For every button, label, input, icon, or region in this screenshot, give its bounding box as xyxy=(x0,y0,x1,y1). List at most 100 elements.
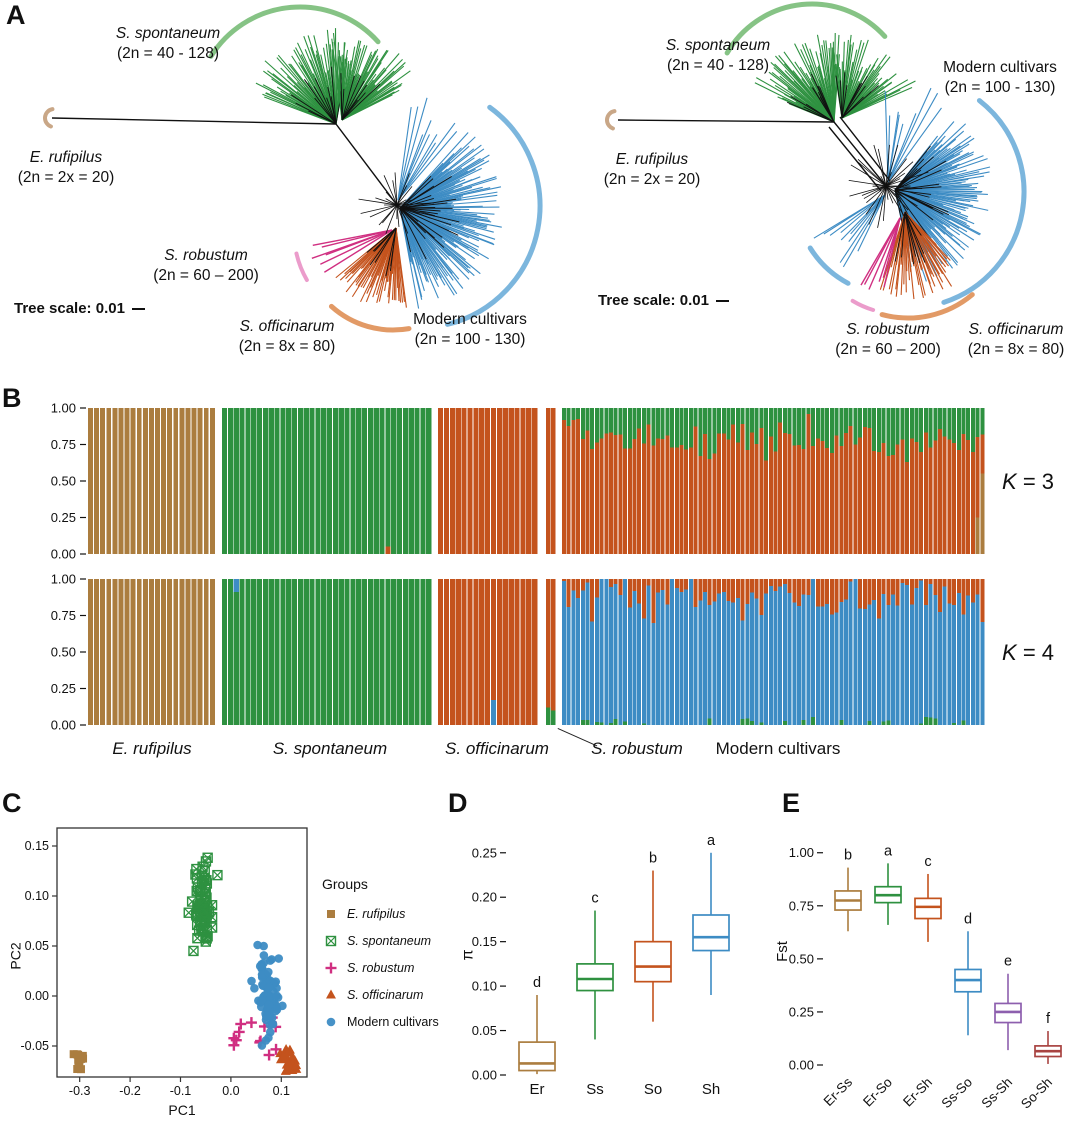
tree-fan-green xyxy=(255,28,349,125)
admixture-k4-plot: 1.000.750.500.250.00 xyxy=(51,572,985,733)
k3-value: = 3 xyxy=(1022,469,1055,494)
pca-y-tick-label: 0.10 xyxy=(25,889,49,903)
tree-fan-black xyxy=(358,172,436,234)
boxplot-So-Sh: f xyxy=(1034,1011,1062,1064)
b-y-tick-label: 0.75 xyxy=(51,608,76,623)
tree-clade-label: S. officinarum(2n = 8x = 80) xyxy=(967,321,1065,359)
admixture-group xyxy=(222,408,432,554)
tree-scale-label: Tree scale: 0.01 xyxy=(14,300,145,317)
b-y-tick-label: 0.75 xyxy=(51,437,76,452)
panel-c-letter: C xyxy=(2,788,22,818)
x-category-label: Ss xyxy=(586,1081,604,1098)
boxplot-So: b xyxy=(634,851,672,1022)
clade-arc xyxy=(724,1,888,56)
phylo-trees-svg xyxy=(43,1,1027,333)
pca-series-0 xyxy=(69,1050,88,1074)
panel-a-letter: A xyxy=(6,0,26,30)
admixture-k3-plot: 1.000.750.500.250.00 xyxy=(51,401,985,562)
box-y-tick-label: 0.00 xyxy=(472,1068,497,1083)
legend-marker-plus-icon xyxy=(325,962,337,973)
sig-letter: e xyxy=(1004,954,1012,970)
k3-letter: K xyxy=(1002,469,1017,494)
tree-fan-blue xyxy=(399,132,502,309)
k4-letter: K xyxy=(1002,640,1017,665)
legend-item-1: S. spontaneum xyxy=(322,927,439,954)
tree-fan-blue xyxy=(813,194,886,268)
box-y-tick-label: 0.25 xyxy=(472,845,497,860)
pca-y-tick-label: 0.00 xyxy=(25,989,49,1003)
clade-arc xyxy=(807,245,851,286)
pca-x-tick-label: 0.1 xyxy=(273,1084,290,1098)
b-y-tick-label: 0.25 xyxy=(51,681,76,696)
tree-clade-label: E. rufipilus(2n = 2x = 20) xyxy=(17,149,115,187)
sig-letter: a xyxy=(884,843,893,859)
tree-clade-label: S. spontaneum(2n = 40 - 128) xyxy=(115,25,221,63)
legend-label: S. spontaneum xyxy=(347,933,432,948)
admixture-group-label: Modern cultivars xyxy=(715,739,841,758)
admixture-group-label: E. rufipilus xyxy=(112,739,192,758)
clade-arc xyxy=(445,104,543,327)
pca-x-tick-label: -0.2 xyxy=(119,1084,141,1098)
panel-e-letter: E xyxy=(782,788,801,818)
tree-fan-blue xyxy=(894,121,991,282)
x-category-label: Sh xyxy=(702,1081,720,1098)
panel-b-letter: B xyxy=(2,383,22,413)
sig-letter: c xyxy=(591,891,598,907)
tree-right-tree xyxy=(605,1,1027,321)
fst-axis-title: Fst xyxy=(773,941,791,962)
tree-fan-green xyxy=(331,32,411,121)
tree-fan-pink xyxy=(860,217,901,290)
b-y-tick-label: 0.50 xyxy=(51,474,76,489)
sig-letter: c xyxy=(924,854,931,870)
box-y-tick-label: 1.00 xyxy=(789,845,814,860)
boxplot-Er-Ss: b xyxy=(834,848,862,932)
tree-clade-label: Modern cultivars(2n = 100 - 130) xyxy=(943,59,1057,97)
boxplot-Ss-Sh: e xyxy=(994,954,1022,1051)
tree-clade-label: E. rufipilus(2n = 2x = 20) xyxy=(603,151,701,189)
legend-item-2: S. robustum xyxy=(322,954,439,981)
panel-a: A S. spontaneum(2n = 40 - 128) E. rufipil… xyxy=(0,0,1080,383)
admixture-group-label: S. spontaneum xyxy=(272,739,388,758)
admixture-group xyxy=(562,579,985,725)
admixture-group xyxy=(546,579,556,725)
admixture-group-label: S. robustum xyxy=(591,739,683,758)
admixture-group xyxy=(546,408,556,554)
tree-fan-orange xyxy=(879,211,953,300)
x-category-label: Er-Sh xyxy=(900,1075,935,1110)
legend-item-3: S. officinarum xyxy=(322,981,439,1008)
clade-arc xyxy=(605,109,617,131)
clade-arc xyxy=(328,303,412,333)
legend-title: Groups xyxy=(322,876,368,892)
b-y-tick-label: 1.00 xyxy=(51,401,76,416)
legend-marker-triangle-icon xyxy=(326,989,336,998)
clade-arc xyxy=(294,251,309,282)
admixture-group xyxy=(88,408,215,554)
pca-y-tick-label: 0.05 xyxy=(25,939,49,953)
tree-scale-label: Tree scale: 0.01 xyxy=(598,292,729,309)
tree-fan-green xyxy=(754,33,840,123)
sig-letter: b xyxy=(649,851,657,867)
clade-arc xyxy=(941,98,1027,305)
box-y-tick-label: 0.20 xyxy=(472,890,497,905)
box-y-tick-label: 0.25 xyxy=(789,1004,814,1019)
tree-fan-pink xyxy=(311,229,393,273)
admixture-group xyxy=(88,579,215,725)
x-category-label: Er-So xyxy=(860,1075,895,1110)
legend-label: S. officinarum xyxy=(347,987,424,1002)
x-category-label: So-Sh xyxy=(1018,1075,1055,1112)
legend-item-0: E. rufipilus xyxy=(322,900,439,927)
tree-clade-label: S. spontaneum(2n = 40 - 128) xyxy=(665,37,771,75)
box-y-tick-label: 0.00 xyxy=(789,1058,814,1073)
tree-clade-label: S. robustum(2n = 60 – 200) xyxy=(835,321,941,359)
clade-arc xyxy=(879,292,975,321)
x-category-label: Er-Ss xyxy=(821,1074,856,1109)
pca-y-tick-label: -0.05 xyxy=(21,1039,50,1053)
legend-item-4: Modern cultivars xyxy=(322,1008,439,1035)
sig-letter: d xyxy=(964,911,972,927)
clade-arc xyxy=(208,4,381,59)
pi-axis-title: π xyxy=(459,949,477,961)
